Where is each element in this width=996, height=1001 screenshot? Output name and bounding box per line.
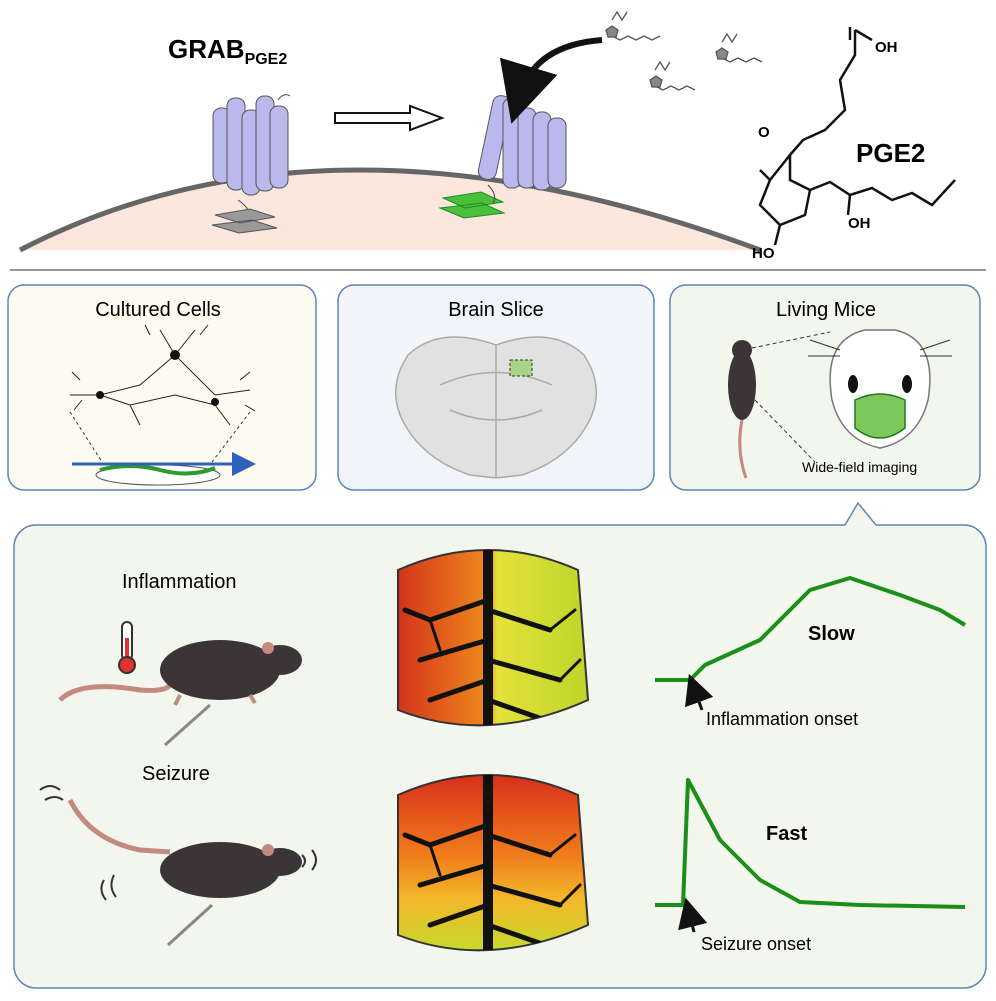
activation-arrow <box>334 104 445 132</box>
neuron-network <box>70 324 256 426</box>
panel-cultured-cells: Cultured Cells <box>7 284 317 491</box>
svg-text:Cultured Cells: Cultured Cells <box>95 299 221 321</box>
svg-text:Living Mice: Living Mice <box>776 299 876 321</box>
mouse-seizure <box>39 785 317 947</box>
coronal-slice-outline <box>394 336 598 479</box>
svg-text:Wide-field imaging: Wide-field imaging <box>802 459 917 475</box>
ligand-molecules <box>605 10 763 91</box>
trace-fast: Fast Seizure onset <box>655 778 966 954</box>
brain-map-inflammation <box>397 549 590 727</box>
panel-living-mice: Living Mice Wide-field imaging <box>669 284 981 491</box>
pge2-structure <box>758 27 956 246</box>
svg-text:Inflammation onset: Inflammation onset <box>706 709 858 729</box>
svg-text:Seizure onset: Seizure onset <box>701 934 811 954</box>
thermometer-icon <box>118 621 136 674</box>
svg-text:Fast: Fast <box>766 823 807 845</box>
svg-text:Slow: Slow <box>808 623 855 645</box>
mouse-inflammation <box>58 640 302 747</box>
condition-inflammation: Inflammation <box>122 571 237 593</box>
pge2-oh2: OH <box>848 215 871 232</box>
receptor-inactive <box>211 94 291 234</box>
mouse-top-view <box>728 340 756 479</box>
binding-arrow <box>499 37 603 124</box>
mouse-head-window <box>808 329 952 449</box>
membrane <box>18 167 761 253</box>
condition-seizure: Seizure <box>142 763 210 785</box>
brain-map-seizure <box>397 774 590 952</box>
pge2-ho1: HO <box>752 245 775 262</box>
sensor-title: GRABPGE2 <box>168 34 287 68</box>
pge2-label: PGE2 <box>856 138 925 168</box>
panel-brain-slice: Brain Slice <box>337 284 655 491</box>
trace-slow: Slow Inflammation onset <box>655 576 967 729</box>
pge2-acid: OH <box>875 39 898 56</box>
svg-text:Brain Slice: Brain Slice <box>448 299 544 321</box>
receptor-active <box>438 95 567 219</box>
slice-roi <box>509 359 533 377</box>
culture-dish <box>72 452 256 486</box>
pge2-oxo: O <box>758 124 770 141</box>
